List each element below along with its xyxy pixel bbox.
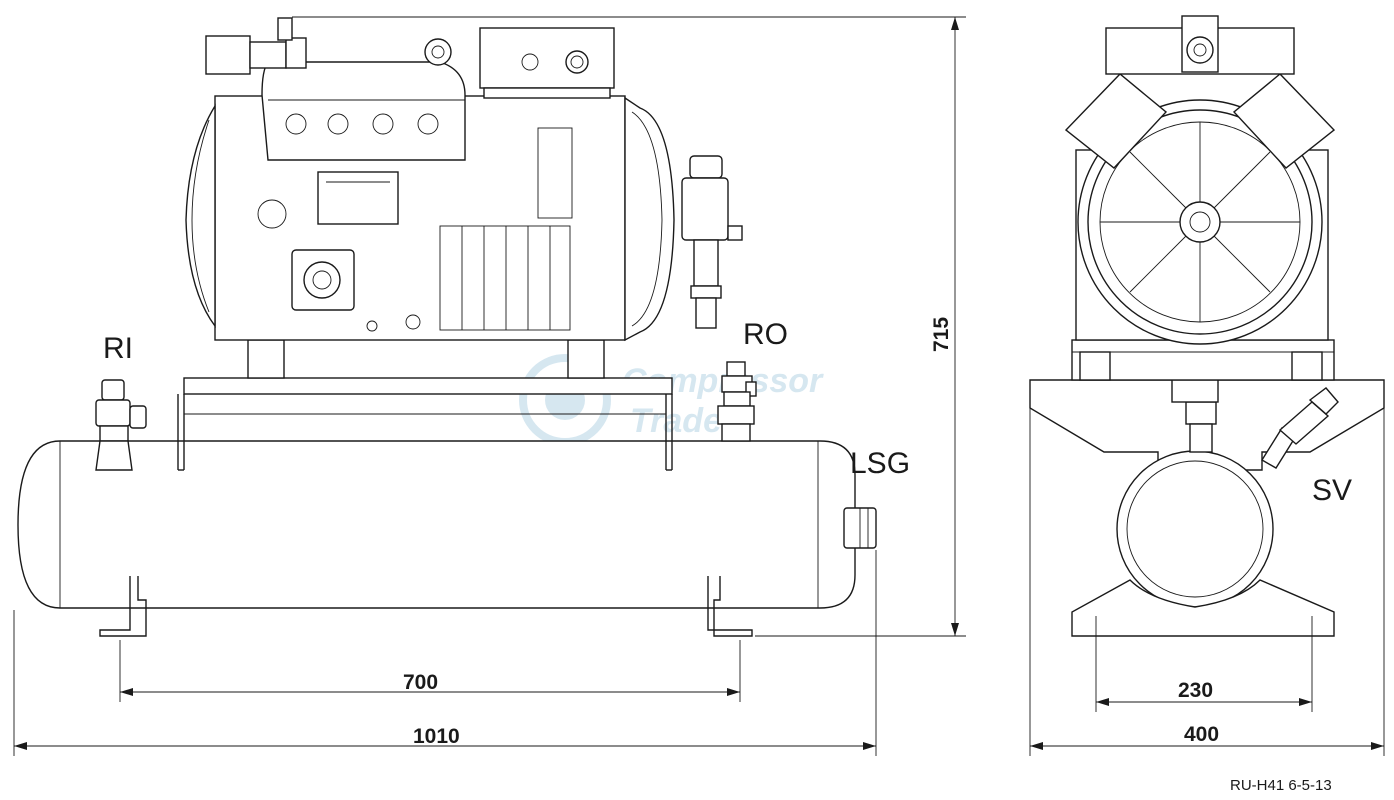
dimension-mount-spacing-value: 700 — [403, 671, 438, 694]
watermark-line2: Trade — [630, 402, 722, 440]
compressor-side — [1064, 15, 1336, 345]
compressor-front — [185, 17, 743, 342]
label-ro: RO — [743, 318, 788, 351]
ri-valve — [95, 379, 147, 471]
dimension-side-width: 400 — [1029, 390, 1385, 756]
dimension-side-mount-value: 230 — [1178, 679, 1213, 702]
dimension-total-length: 1010 — [13, 550, 877, 756]
label-lsg: LSG — [850, 447, 910, 480]
lsg-fitting — [843, 507, 877, 549]
reference-code: RU-H41 6-5-13 — [1230, 777, 1332, 794]
discharge-valve — [681, 155, 743, 329]
dimension-height-value: 715 — [930, 317, 953, 352]
sv-valve — [1261, 387, 1339, 469]
cooling-fins — [439, 127, 573, 331]
front-view: RI RO LSG 715 700 1010 — [13, 16, 966, 756]
dimension-side-mount: 230 — [1095, 616, 1313, 712]
label-ri: RI — [103, 332, 133, 365]
dimension-total-length-value: 1010 — [413, 725, 460, 748]
dimension-side-width-value: 400 — [1184, 723, 1219, 746]
base-frame — [177, 339, 673, 471]
side-view: SV 230 400 — [1029, 15, 1385, 756]
dimension-mount-spacing: 700 — [119, 640, 741, 702]
receiver-tank — [17, 361, 877, 637]
ro-valve — [717, 361, 757, 442]
dimension-height: 715 — [292, 16, 966, 637]
label-sv: SV — [1312, 474, 1352, 507]
